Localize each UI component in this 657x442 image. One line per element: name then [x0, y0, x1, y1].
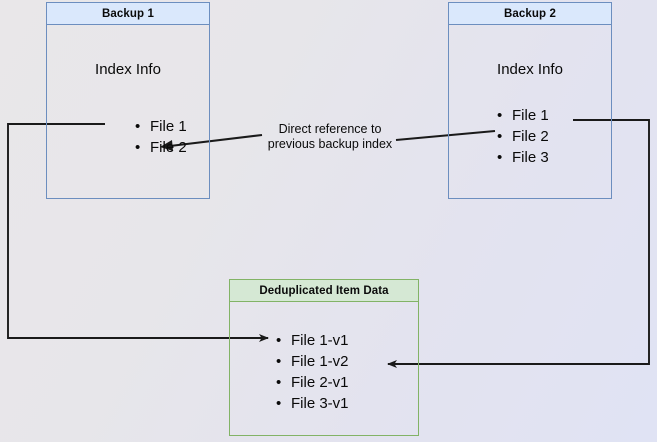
list-item: File 2 — [135, 137, 187, 158]
list-item: File 2-v1 — [276, 372, 349, 393]
node-deduplicated-item-data[interactable]: Deduplicated Item Data File 1-v1 File 1-… — [229, 279, 419, 436]
list-item: File 1 — [497, 105, 549, 126]
list-item: File 3-v1 — [276, 393, 349, 414]
list-item: File 2 — [497, 126, 549, 147]
list-item: File 3 — [497, 147, 549, 168]
node-dedup-file-list: File 1-v1 File 1-v2 File 2-v1 File 3-v1 — [276, 330, 349, 414]
list-item: File 1-v2 — [276, 351, 349, 372]
node-backup-1-header: Backup 1 — [47, 3, 209, 25]
list-item: File 1 — [135, 116, 187, 137]
node-backup-1-file-list: File 1 File 2 — [135, 116, 187, 158]
node-backup-2-header: Backup 2 — [449, 3, 611, 25]
edge-label-direct-reference: Direct reference to previous backup inde… — [267, 122, 393, 151]
node-dedup-header: Deduplicated Item Data — [230, 280, 418, 302]
node-backup-2[interactable]: Backup 2 Index Info File 1 File 2 File 3 — [448, 2, 612, 199]
node-backup-2-section-title: Index Info — [497, 61, 563, 78]
node-backup-1[interactable]: Backup 1 Index Info File 1 File 2 — [46, 2, 210, 199]
node-backup-2-file-list: File 1 File 2 File 3 — [497, 105, 549, 168]
node-backup-1-section-title: Index Info — [95, 61, 161, 78]
list-item: File 1-v1 — [276, 330, 349, 351]
edge-backup1-to-dedup — [7, 123, 269, 342]
